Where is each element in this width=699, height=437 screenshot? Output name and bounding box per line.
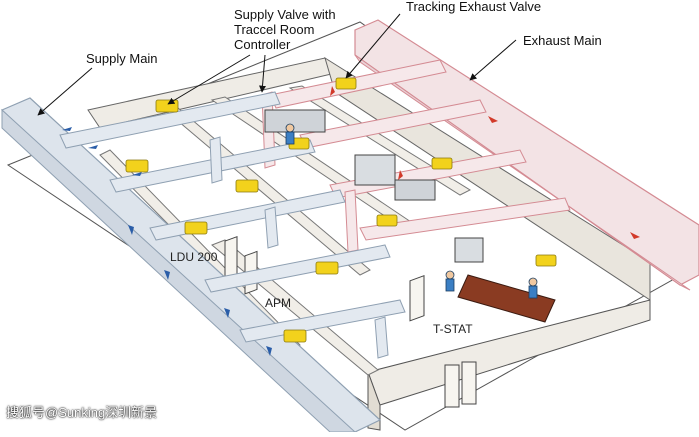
label-tracking-exhaust-valve: Tracking Exhaust Valve [406, 0, 542, 14]
person-icon [285, 123, 538, 299]
label-tstat: T-STAT [433, 322, 473, 336]
watermark: 搜狐号@Sunking深圳新景 [6, 405, 158, 420]
workbench-icon [264, 109, 556, 323]
flow-arrow-icon [330, 86, 640, 239]
label-supply-valve-line2: Traccel Room [234, 22, 315, 37]
label-supply-valve-line3: Controller [234, 37, 291, 52]
label-apm: APM [265, 296, 292, 310]
label-exhaust-main: Exhaust Main [523, 33, 602, 48]
label-supply-valve-line1: Supply Valve with [234, 7, 336, 22]
exhaust-valve-icon [288, 77, 557, 267]
exhaust-main-duct-face [354, 54, 691, 291]
flow-arrow-icon [62, 127, 272, 356]
callout-lines [37, 13, 517, 116]
label-ldu: LDU 200 [170, 250, 218, 264]
supply-valve-icon [125, 99, 339, 343]
conference-table [457, 274, 556, 323]
label-supply-main: Supply Main [86, 51, 158, 66]
